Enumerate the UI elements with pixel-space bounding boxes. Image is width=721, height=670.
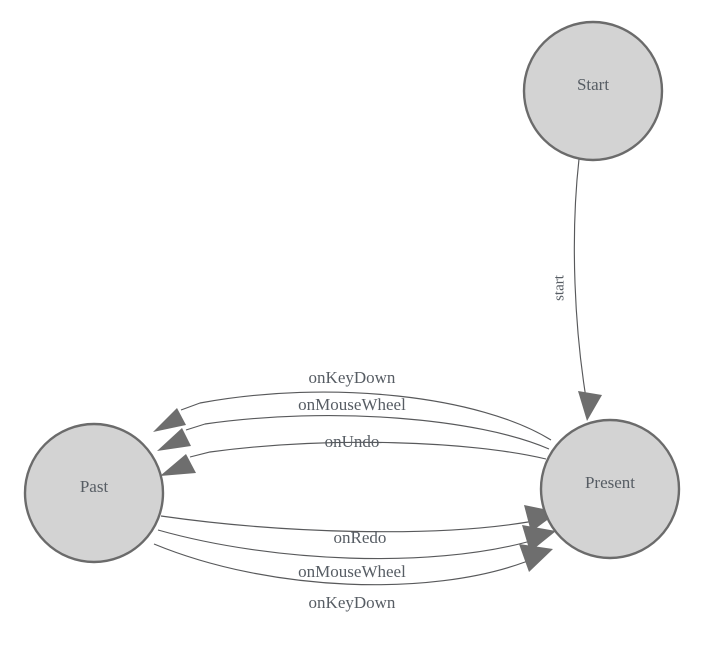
node-present-label: Present [585, 473, 635, 492]
edge-present-to-past-onundo-path [189, 441, 547, 460]
edge-present-to-past-onkeydown-label: onKeyDown [309, 368, 396, 387]
edge-past-to-present-onmousewheel-label: onMouseWheel [298, 562, 406, 581]
edge-past-to-present-onkeydown-path [153, 543, 546, 586]
node-present[interactable]: Present [539, 418, 681, 560]
node-past[interactable]: Past [23, 422, 165, 564]
edge-past-to-present-onredo-label: onRedo [334, 528, 387, 547]
edge-past-to-present-onmousewheel-arrowhead [522, 525, 556, 552]
edge-past-to-present-onkeydown-label: onKeyDown [309, 593, 396, 612]
edge-past-to-present-onredo[interactable]: onRedo [160, 505, 558, 547]
edge-past-to-present-onmousewheel[interactable]: onMouseWheel [157, 525, 556, 581]
edge-present-to-past-onkeydown-arrowhead [153, 408, 186, 432]
edge-start-to-present-label: start [551, 274, 567, 301]
edge-present-to-past-onmousewheel[interactable]: onMouseWheel [157, 395, 550, 451]
node-present-circle [539, 418, 681, 560]
edge-present-to-past-onundo[interactable]: onUndo [160, 432, 547, 476]
edge-present-to-past-onkeydown[interactable]: onKeyDown [153, 368, 552, 441]
edge-start-to-present-path [573, 158, 587, 399]
edge-start-to-present-arrowhead [578, 391, 602, 421]
edge-present-to-past-onkeydown-path [180, 391, 552, 441]
edge-present-to-past-onmousewheel-label: onMouseWheel [298, 395, 406, 414]
edge-present-to-past-onmousewheel-path [185, 415, 550, 450]
edge-present-to-past-onundo-label: onUndo [325, 432, 380, 451]
edge-past-to-present-onmousewheel-path [157, 529, 548, 560]
node-start-circle [522, 20, 664, 162]
edge-present-to-past-onmousewheel-arrowhead [157, 428, 191, 451]
edge-past-to-present-onkeydown-arrowhead [519, 544, 553, 572]
edge-past-to-present-onredo-path [160, 515, 549, 533]
edge-start-to-present[interactable]: start [551, 158, 602, 421]
node-start-label: Start [577, 75, 609, 94]
edge-present-to-past-onundo-arrowhead [160, 454, 196, 476]
node-start[interactable]: Start [522, 20, 664, 162]
edge-past-to-present-onkeydown[interactable]: onKeyDown [153, 543, 553, 612]
node-past-label: Past [80, 477, 109, 496]
node-past-circle [23, 422, 165, 564]
